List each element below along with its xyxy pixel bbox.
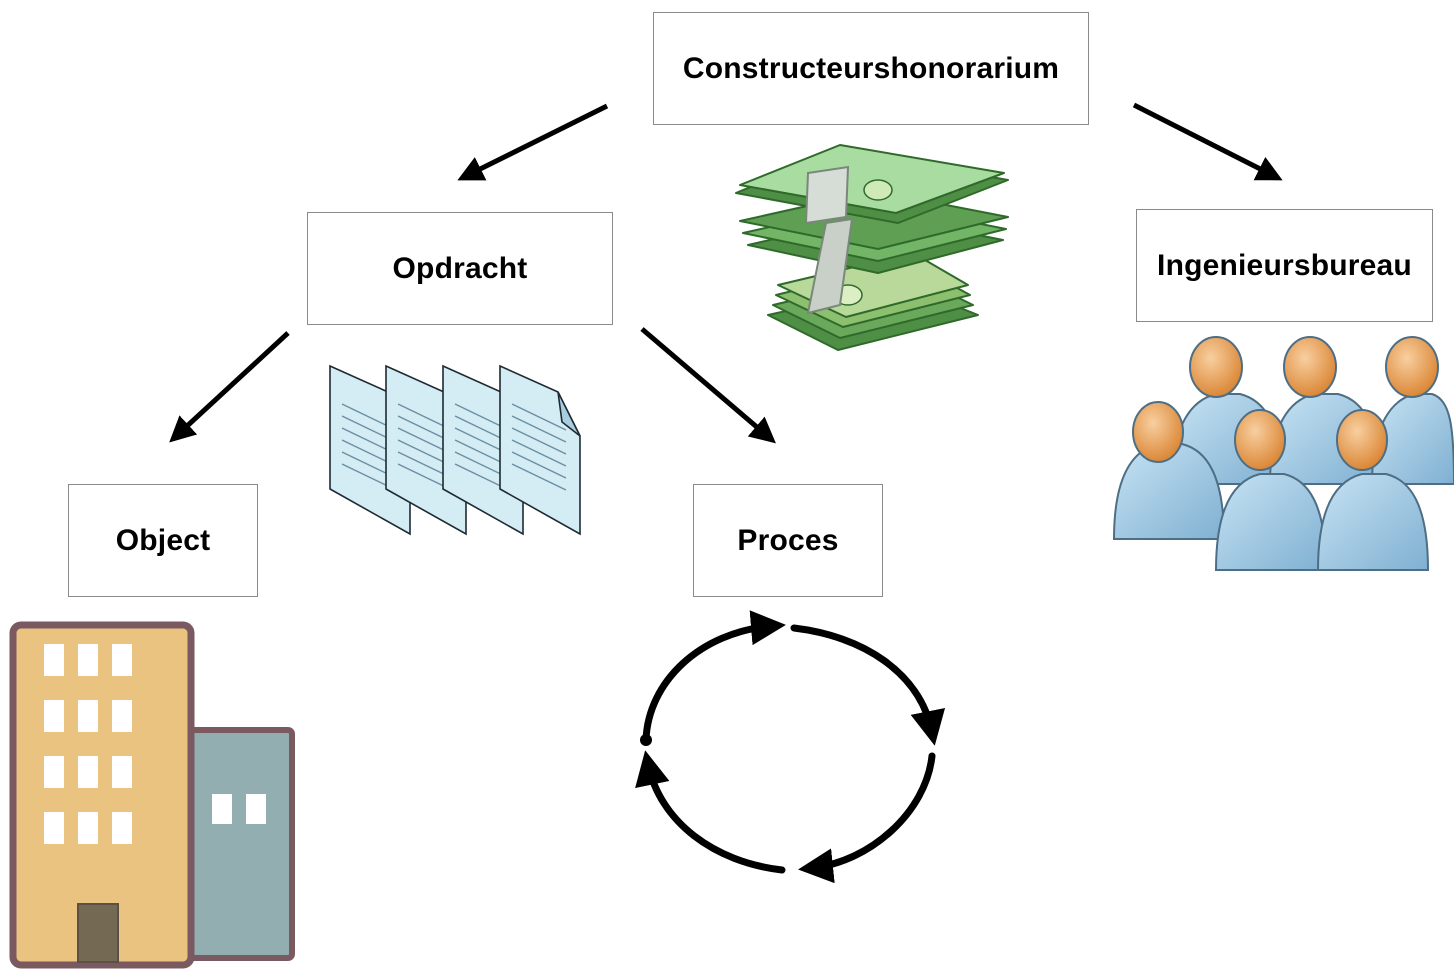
proces-label: Proces bbox=[737, 523, 839, 557]
proces-box: Proces bbox=[693, 484, 883, 597]
cycle-arrows-icon bbox=[635, 610, 946, 884]
object-box: Object bbox=[68, 484, 258, 597]
arrow-root-to-opdracht bbox=[457, 103, 609, 181]
arrow-root-to-ingenieursbureau bbox=[1132, 102, 1283, 181]
opdracht-label: Opdracht bbox=[392, 251, 528, 285]
root-box: Constructeurshonorarium bbox=[653, 12, 1089, 125]
opdracht-box: Opdracht bbox=[307, 212, 613, 325]
arrow-opdracht-to-object bbox=[169, 331, 290, 443]
money-stack-icon bbox=[735, 144, 1009, 351]
arrow-opdracht-to-proces bbox=[640, 327, 776, 444]
root-label: Constructeurshonorarium bbox=[682, 51, 1060, 85]
ingenieursbureau-label: Ingenieursbureau bbox=[1157, 248, 1412, 282]
building-icon bbox=[9, 621, 295, 969]
ingenieursbureau-box: Ingenieursbureau bbox=[1136, 209, 1433, 322]
object-label: Object bbox=[115, 523, 211, 557]
people-group-icon bbox=[1112, 336, 1454, 571]
documents-icon bbox=[329, 364, 581, 536]
